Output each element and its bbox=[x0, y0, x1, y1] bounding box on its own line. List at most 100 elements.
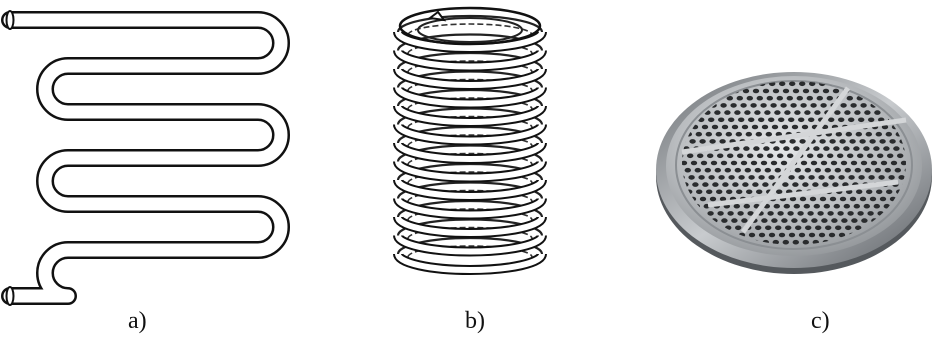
tube-hole bbox=[874, 110, 881, 115]
tube-hole bbox=[682, 103, 687, 108]
tube-hole bbox=[846, 189, 853, 195]
tube-hole bbox=[859, 196, 867, 202]
tube-hole bbox=[707, 153, 714, 159]
tube-hole bbox=[879, 196, 887, 202]
tube-hole bbox=[788, 117, 795, 123]
tube-hole bbox=[867, 211, 874, 216]
tube-hole bbox=[850, 160, 858, 166]
tube-hole bbox=[791, 124, 799, 130]
tube-hole bbox=[914, 110, 920, 115]
tube-hole bbox=[813, 146, 820, 151]
tube-hole bbox=[770, 160, 778, 166]
coil-turn-front bbox=[395, 160, 545, 181]
tube-hole bbox=[737, 211, 744, 216]
tube-hole bbox=[783, 146, 790, 151]
coil-turn-back bbox=[396, 14, 544, 33]
tube-hole bbox=[673, 89, 679, 94]
tube-hole bbox=[880, 160, 888, 166]
tube-hole bbox=[767, 153, 774, 159]
tube-hole bbox=[700, 254, 706, 259]
tube-hole bbox=[724, 110, 731, 115]
tube-hole bbox=[709, 81, 716, 87]
tube-hole bbox=[763, 146, 770, 151]
tube-hole bbox=[747, 153, 754, 159]
tube-hole bbox=[752, 88, 760, 94]
tube-hole bbox=[717, 211, 724, 216]
tube-hole bbox=[851, 218, 858, 223]
tube-hole bbox=[782, 182, 789, 187]
tube-hole bbox=[760, 160, 768, 166]
tube-hole bbox=[805, 225, 812, 231]
tube-hole bbox=[768, 175, 775, 180]
tube-hole bbox=[712, 182, 719, 187]
tube-hole bbox=[802, 182, 809, 187]
tube-hole bbox=[724, 167, 731, 173]
tube-hole bbox=[784, 110, 791, 115]
tube-hole bbox=[840, 103, 847, 108]
tube-hole bbox=[726, 189, 733, 195]
tube-hole bbox=[771, 67, 777, 72]
tube-hole bbox=[760, 103, 767, 108]
serpentine-tube-body bbox=[3, 13, 288, 303]
tube-hole bbox=[837, 153, 844, 159]
tube-hole bbox=[843, 146, 850, 151]
tube-hole bbox=[728, 175, 735, 180]
tube-hole bbox=[765, 225, 772, 231]
tube-hole bbox=[731, 124, 739, 130]
tube-hole bbox=[650, 254, 656, 259]
tube-hole bbox=[804, 110, 811, 115]
tube-hole bbox=[782, 239, 789, 245]
tube-hole bbox=[802, 239, 809, 245]
tube-hole bbox=[709, 196, 717, 202]
tube-hole bbox=[939, 82, 945, 87]
tube-hole bbox=[905, 74, 911, 79]
tube-hole bbox=[906, 247, 912, 252]
tube-hole bbox=[741, 124, 749, 130]
tube-hole bbox=[937, 96, 943, 101]
tube-hole bbox=[720, 103, 727, 108]
tube-hole bbox=[689, 81, 696, 87]
coil-turn-inner bbox=[407, 171, 533, 184]
tube-hole bbox=[734, 110, 741, 115]
tube-hole bbox=[819, 139, 826, 144]
tube-hole bbox=[861, 218, 868, 223]
tube-hole bbox=[884, 167, 891, 173]
tube-hole bbox=[907, 96, 913, 101]
tube-hole bbox=[789, 139, 796, 144]
tube-hole bbox=[697, 153, 704, 159]
tube-hole bbox=[755, 131, 762, 137]
tube-hole bbox=[758, 117, 765, 123]
tube-hole bbox=[846, 95, 853, 101]
coil-turn-front bbox=[395, 142, 545, 162]
tube-hole bbox=[801, 124, 809, 130]
tube-hole bbox=[827, 211, 834, 216]
tube-hole bbox=[777, 211, 784, 216]
tube-hole bbox=[695, 131, 702, 137]
tube-hole bbox=[890, 160, 898, 166]
tube-hole bbox=[765, 131, 772, 137]
tube-hole bbox=[794, 110, 801, 115]
tube-hole bbox=[764, 110, 771, 115]
tube-hole bbox=[861, 67, 867, 72]
tube-hole bbox=[822, 182, 829, 187]
tube-hole bbox=[692, 182, 699, 187]
tube-hole bbox=[720, 160, 728, 166]
tube-hole bbox=[789, 81, 796, 87]
tube-hole bbox=[751, 124, 759, 130]
tube-hole bbox=[833, 203, 840, 209]
tube-hole bbox=[761, 67, 767, 72]
tube-hole bbox=[779, 81, 786, 87]
tube-hole bbox=[772, 239, 779, 245]
tube-hole bbox=[764, 167, 771, 173]
tube-hole bbox=[690, 160, 698, 166]
tube-hole bbox=[875, 131, 882, 137]
tube-hole bbox=[799, 196, 807, 202]
tube-hole bbox=[881, 124, 889, 130]
helical-coil-turns bbox=[393, 6, 547, 275]
coil-turn-front bbox=[395, 234, 545, 255]
tube-hole bbox=[740, 103, 747, 108]
tube-hole bbox=[692, 88, 700, 94]
coil-top-rim bbox=[398, 6, 542, 46]
tube-hole bbox=[743, 146, 750, 151]
tube-hole bbox=[756, 189, 763, 195]
